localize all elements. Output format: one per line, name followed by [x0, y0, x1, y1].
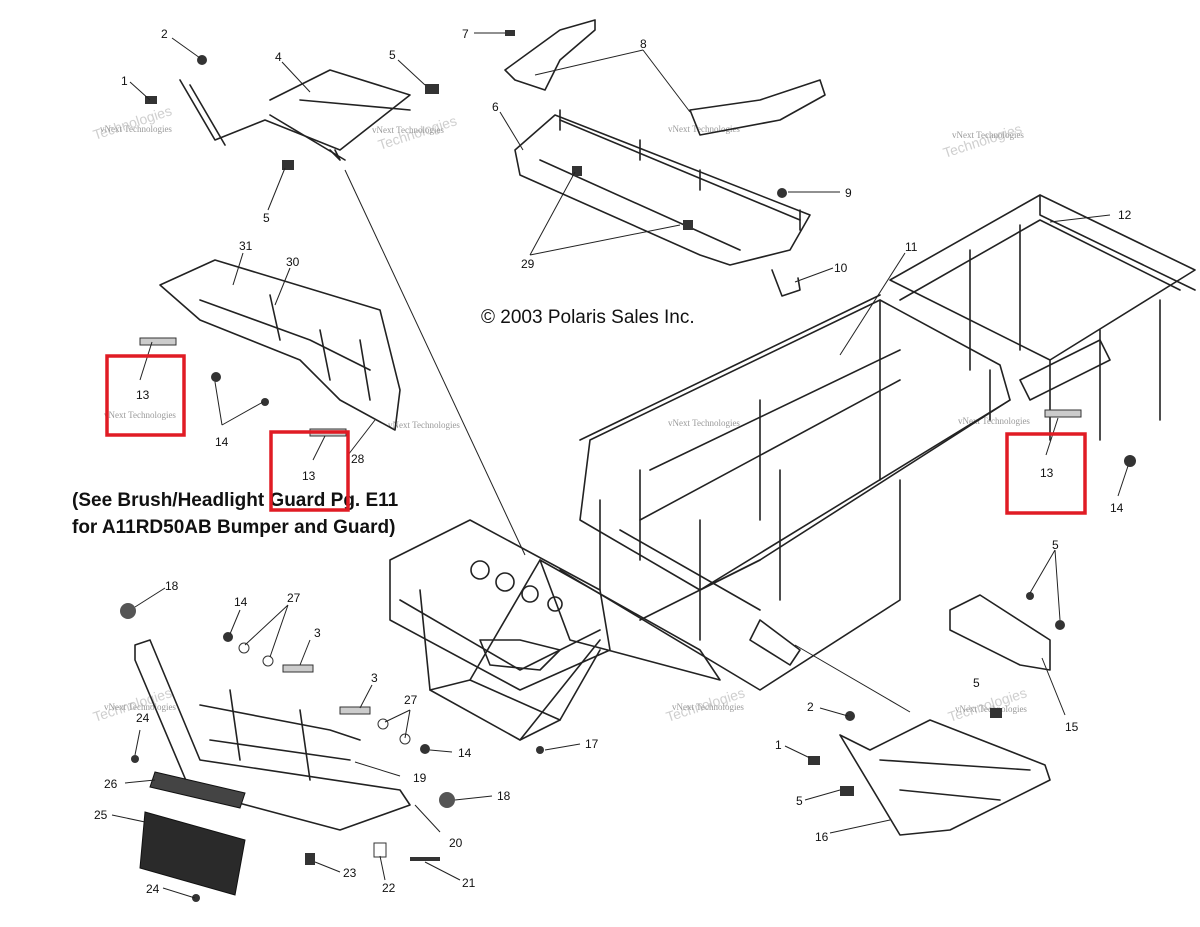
watermark-brand: Technologies [91, 102, 174, 142]
fasteners [120, 30, 1136, 902]
callout-6: 6 [492, 100, 499, 114]
callout-1: 1 [775, 738, 782, 752]
callout-26: 26 [104, 777, 118, 791]
callout-13: 13 [1040, 466, 1054, 480]
part-26-insert [149, 771, 246, 809]
watermark-company: vNext Technologies [104, 410, 176, 420]
part-19-bumper [134, 639, 411, 831]
watermark-company: vNext Technologies [958, 416, 1030, 426]
watermarks: Technologies vNext Technologies Technolo… [91, 102, 1030, 724]
front-frame-section [389, 519, 611, 741]
callout-30: 30 [286, 255, 300, 269]
callout-27: 27 [404, 693, 418, 707]
watermark-company: vNext Technologies [668, 418, 740, 428]
callout-14: 14 [215, 435, 229, 449]
highlight-box-13 [269, 430, 350, 512]
callout-2: 2 [807, 700, 814, 714]
callout-10: 10 [834, 261, 848, 275]
callout-5: 5 [973, 676, 980, 690]
watermark-company: vNext Technologies [952, 130, 1024, 140]
highlight-boxes [105, 354, 1087, 515]
callout-28: 28 [351, 452, 365, 466]
callout-23: 23 [343, 866, 357, 880]
part-8-plate [504, 19, 826, 136]
note-line-1: (See Brush/Headlight Guard Pg. E11 [72, 490, 399, 511]
part-10-bracket [771, 269, 801, 297]
part-31-bracket [159, 259, 401, 431]
part-25-grille [139, 811, 246, 896]
callout-1: 1 [121, 74, 128, 88]
part-15-bracket [949, 594, 1051, 671]
watermark: Technologies [941, 120, 1024, 160]
callout-14: 14 [458, 746, 472, 760]
main-frame [539, 194, 1196, 691]
callout-31: 31 [239, 239, 253, 253]
callout-22: 22 [382, 881, 396, 895]
callout-5: 5 [263, 211, 270, 225]
callout-14: 14 [234, 595, 248, 609]
highlight-box-13 [105, 354, 186, 437]
callout-19: 19 [413, 771, 427, 785]
callout-2: 2 [161, 27, 168, 41]
callout-7: 7 [462, 27, 469, 41]
callout-24: 24 [136, 711, 150, 725]
part-4-bracket [179, 69, 411, 161]
callout-5: 5 [389, 48, 396, 62]
callout-12: 12 [1118, 208, 1132, 222]
callout-21: 21 [462, 876, 476, 890]
callout-29: 29 [521, 257, 535, 271]
watermark-company: vNext Technologies [668, 124, 740, 134]
callout-4: 4 [275, 50, 282, 64]
part-16-footrest [839, 719, 1051, 836]
watermark-brand: Technologies [941, 120, 1024, 160]
callout-27: 27 [287, 591, 301, 605]
callout-20: 20 [449, 836, 463, 850]
callout-11: 11 [905, 240, 918, 254]
watermark-company: vNext Technologies [104, 702, 176, 712]
callout-18: 18 [497, 789, 511, 803]
copyright-text: © 2003 Polaris Sales Inc. [481, 307, 695, 328]
callouts: 1 2 4 5 5 7 8 6 9 29 10 12 11 31 30 13 1… [94, 27, 1132, 896]
watermark-company: vNext Technologies [372, 125, 444, 135]
watermark-company: vNext Technologies [100, 124, 172, 134]
callout-18: 18 [165, 579, 179, 593]
highlight-box-13 [1005, 432, 1087, 515]
callout-16: 16 [815, 830, 829, 844]
callout-15: 15 [1065, 720, 1079, 734]
callout-3: 3 [371, 671, 378, 685]
leader-lines [111, 32, 1129, 899]
note-line-2: for A11RD50AB Bumper and Guard) [72, 517, 395, 538]
callout-9: 9 [845, 186, 852, 200]
callout-8: 8 [640, 37, 647, 51]
callout-25: 25 [94, 808, 108, 822]
watermark-company: vNext Technologies [672, 702, 744, 712]
callout-13: 13 [136, 388, 150, 402]
part-6-seat-frame [514, 109, 811, 266]
watermark: Technologies [91, 102, 174, 142]
callout-14: 14 [1110, 501, 1124, 515]
callout-5: 5 [796, 794, 803, 808]
callout-17: 17 [585, 737, 599, 751]
callout-13: 13 [302, 469, 316, 483]
watermark-company: vNext Technologies [388, 420, 460, 430]
callout-5: 5 [1052, 538, 1059, 552]
callout-24: 24 [146, 882, 160, 896]
callout-3: 3 [314, 626, 321, 640]
